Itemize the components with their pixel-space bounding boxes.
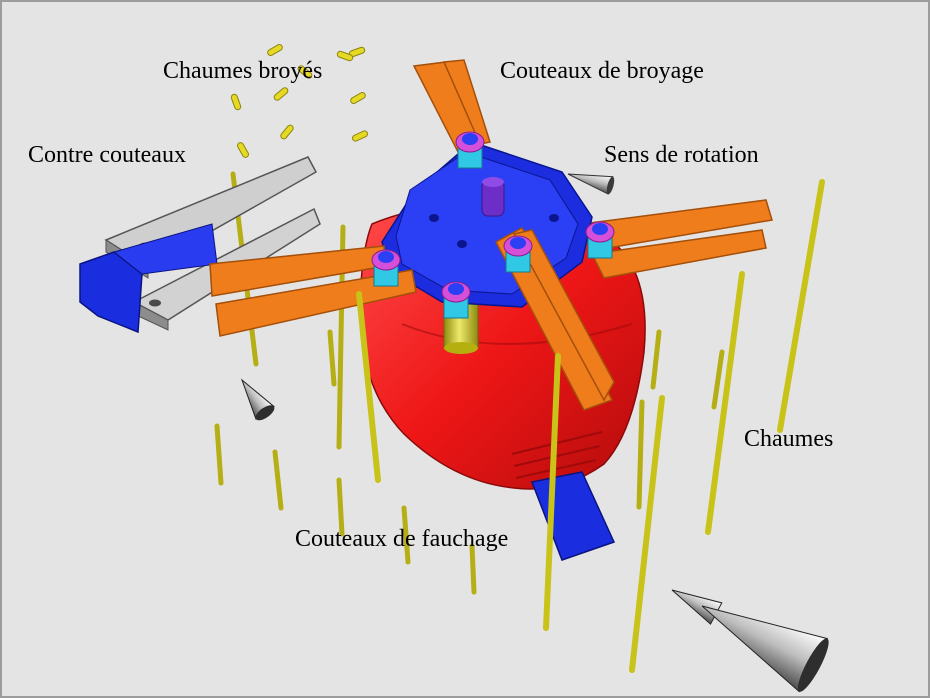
label-chaumes: Chaumes [744,426,834,452]
label-chaumes-broyes: Chaumes broyés [163,58,323,84]
shredded-stalk-pieces [230,44,369,158]
label-couteaux-broyage: Couteaux de broyage [500,58,704,84]
blade-bolts [371,131,615,319]
stalks-foreground [356,179,825,673]
rotation-direction-arrow [567,173,615,195]
feed-direction-arrow [671,589,829,693]
label-sens-rotation: Sens de rotation [604,142,759,168]
label-couteaux-fauchage: Couteaux de fauchage [295,526,509,552]
crushing-blades-back [412,59,773,279]
crushing-blades-front [209,226,615,411]
small-cone-marker [240,378,275,421]
label-contre-couteaux: Contre couteaux [28,142,186,168]
